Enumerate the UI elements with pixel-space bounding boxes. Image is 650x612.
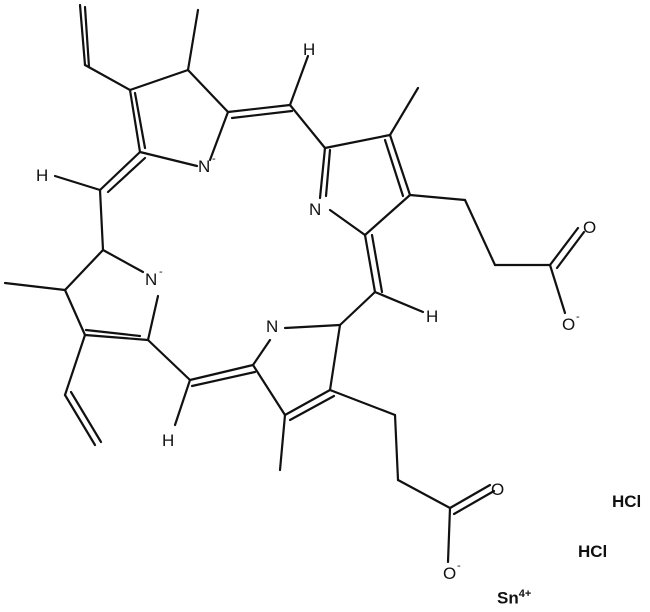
hydrogen-top-meso-label: H [303,40,315,59]
bond-line [190,370,257,388]
bond-line [328,208,367,237]
bond-line [188,363,255,382]
bond-line [208,110,230,162]
oxygen-lower-anion-charge: - [457,560,461,572]
bond-line [128,88,142,154]
bond-line [230,109,294,120]
nitrogen-top-label: N [198,157,210,176]
oxygen-upper-anion-charge: - [576,311,580,323]
bond-line [63,248,105,292]
oxygen-lower-anion-label: O [443,564,456,583]
hcl-label-2: HCl [578,542,608,561]
bond-line [186,68,230,114]
nitrogen-right-label: N [309,200,321,219]
bond-line [324,148,332,198]
bond-line [146,294,160,342]
bond-line [128,68,190,92]
bond-line [69,390,103,444]
tin-charge: 4+ [518,588,532,600]
bond-line [133,91,147,150]
bond-line [396,478,452,510]
bond-line [283,323,342,330]
bond-line [3,281,67,292]
bond-line [463,198,497,267]
bond-line [84,328,142,338]
bond-line [448,483,492,510]
nitrogen-left-label: N [145,270,157,289]
bond-line [98,188,105,252]
bond-line [146,338,192,382]
bond-line [63,333,87,397]
bond-line [388,133,412,197]
bond-line [328,323,342,392]
bond-line [338,290,377,327]
nitrogen-bottom-label: N [266,317,278,336]
bond-line [548,226,580,267]
tin-symbol: Sn [497,588,519,608]
bond-line [186,8,200,72]
oxygen-lower-carbonyl-label: O [491,480,504,499]
bond-line [78,3,87,67]
bond-line [173,378,192,427]
bond-line [548,263,567,315]
hydrogen-right-meso-label: H [426,307,438,326]
bond-line [98,150,142,192]
bond-line [251,363,287,417]
bond-line [251,338,272,367]
bond-line [318,146,327,200]
bond-line [138,150,199,168]
bond-line [452,489,496,516]
bond-line [283,388,332,417]
bond-line [383,138,405,198]
bond-line [555,230,586,270]
hydrogen-bottom-meso-label: H [162,431,174,450]
bond-line [226,103,292,114]
bond-line [363,193,412,237]
bond-line [101,248,145,274]
bond-line [393,413,400,482]
nitrogen-top-charge: - [212,153,216,165]
tin-ion-label: Sn4+ [497,588,531,609]
bond-line [106,156,147,194]
bond-line [53,174,102,192]
bonds [3,3,586,564]
hcl-label-1: HCl [612,492,642,511]
bond-line [323,133,392,150]
bond-line [288,103,327,150]
bond-line [63,393,97,447]
bond-line [328,388,397,417]
hydrogen-left-meso-label: H [36,166,48,185]
bond-line [408,193,467,202]
bond-line [446,506,452,564]
oxygen-upper-anion-label: O [562,315,575,334]
oxygen-upper-carbonyl-label: O [583,218,596,237]
bond-line [288,54,310,107]
bond-line [363,233,377,294]
bond-line [83,63,132,92]
bond-line [288,394,336,422]
bond-line [83,333,150,342]
bond-line [63,288,87,337]
bond-line [373,290,425,314]
bond-line [278,413,287,472]
bond-line [370,233,384,294]
bond-line [83,5,91,69]
bond-line [388,86,420,137]
nitrogen-left-charge: - [159,266,163,278]
